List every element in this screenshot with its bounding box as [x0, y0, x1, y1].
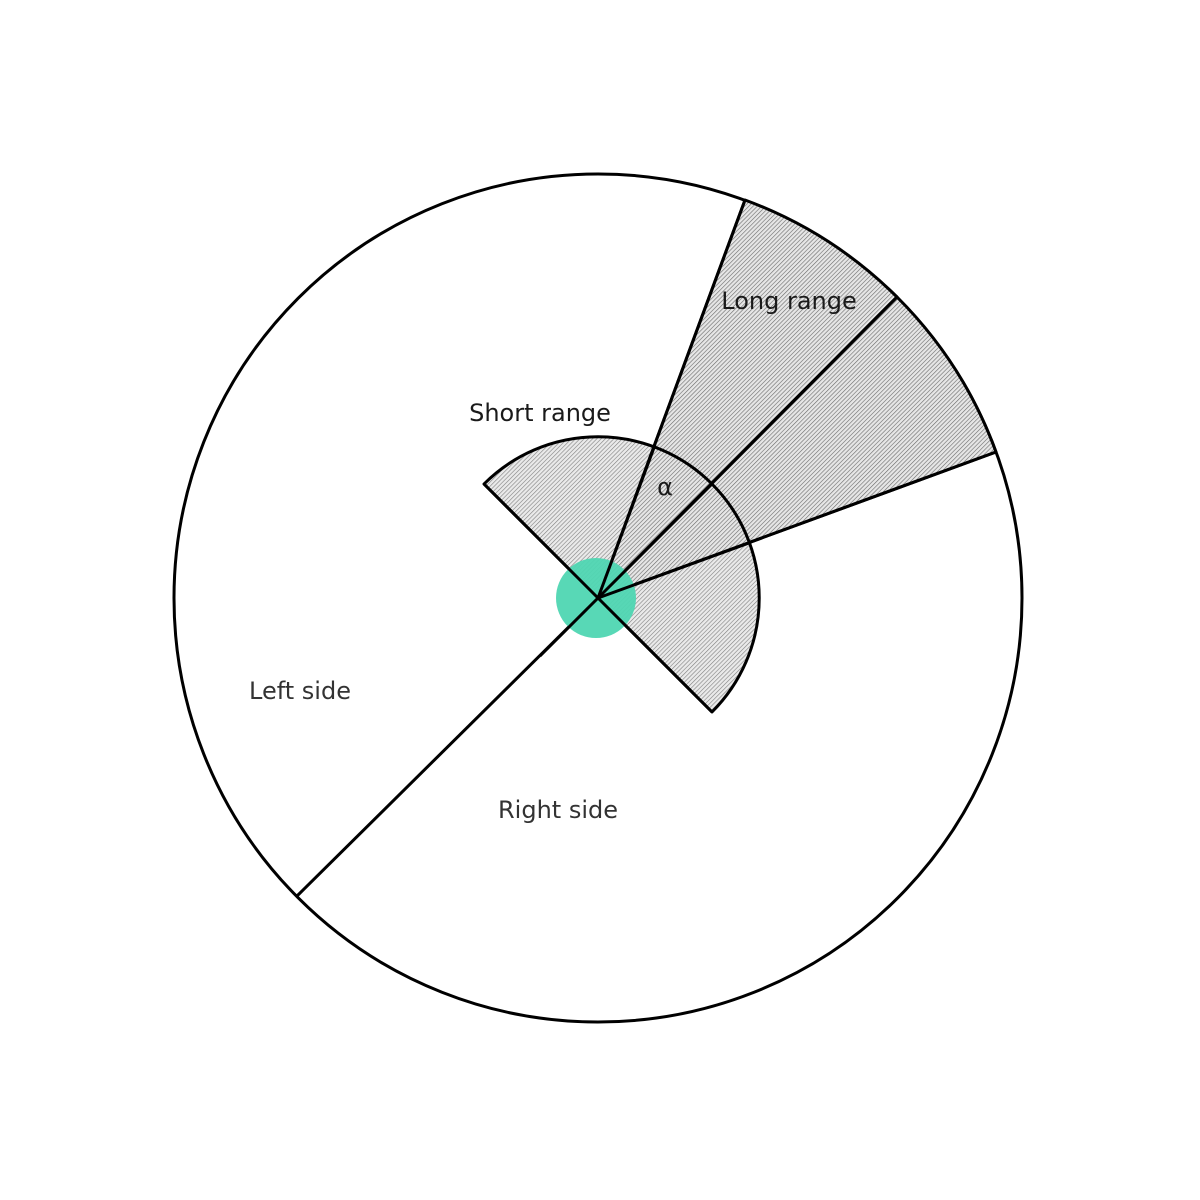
short-range-label: Short range — [469, 399, 611, 427]
ray-over-marker-4 — [482, 482, 600, 600]
ray-over-marker-1 — [596, 444, 657, 599]
alpha-angle-label: α — [657, 473, 673, 501]
ray-over-marker-6 — [538, 596, 600, 658]
ray-over-marker-2 — [596, 482, 714, 600]
ray-over-marker-5 — [596, 596, 714, 714]
long-range-label: Long range — [721, 287, 857, 315]
outer-range-circle — [172, 172, 1024, 1024]
ray-over-marker-3 — [597, 541, 750, 600]
right-side-label: Right side — [498, 796, 618, 824]
left-side-label: Left side — [249, 677, 351, 705]
